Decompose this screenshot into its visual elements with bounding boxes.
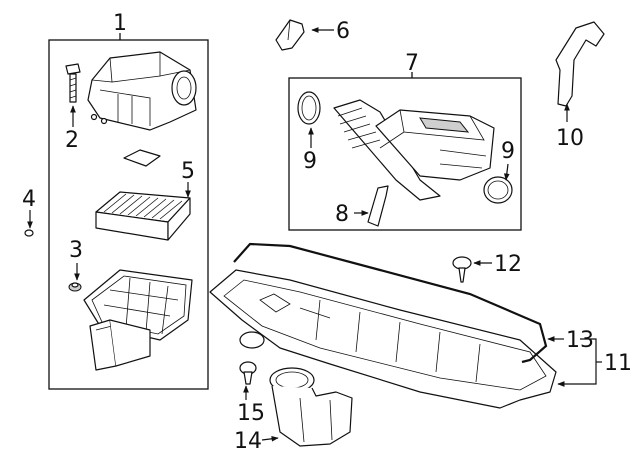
clip-part xyxy=(24,229,34,237)
fastener-part xyxy=(239,361,257,385)
callout-3: 3 xyxy=(69,238,83,263)
tray-seal-part xyxy=(233,242,548,364)
callout-10: 10 xyxy=(556,126,584,151)
air-cleaner-cover-part xyxy=(87,51,197,131)
air-cleaner-housing-part xyxy=(83,269,193,371)
callout-1: 1 xyxy=(113,11,127,36)
callout-14: 14 xyxy=(234,429,262,454)
callout-9-left: 9 xyxy=(303,149,317,174)
sensor-part xyxy=(275,19,305,51)
inlet-duct-part xyxy=(269,367,353,447)
group-box-7 xyxy=(288,77,522,231)
hose-clamp-right-part xyxy=(483,176,513,204)
push-pin-part xyxy=(452,256,472,283)
callout-2: 2 xyxy=(65,128,79,153)
air-filter-part xyxy=(95,191,191,241)
vent-hose-part xyxy=(555,21,605,107)
callout-8: 8 xyxy=(335,202,349,227)
callout-12: 12 xyxy=(494,252,522,277)
callout-13: 13 xyxy=(566,328,594,353)
callout-15: 15 xyxy=(237,401,265,426)
gasket-plate-part xyxy=(123,149,161,167)
bracket-part xyxy=(367,185,389,227)
group-box-1 xyxy=(48,39,209,390)
bolt-part xyxy=(65,63,81,103)
intake-resonator-part xyxy=(333,99,495,201)
callout-4: 4 xyxy=(22,187,36,212)
callout-7: 7 xyxy=(405,51,419,76)
callout-5: 5 xyxy=(181,159,195,184)
callout-11: 11 xyxy=(604,351,632,376)
callout-6: 6 xyxy=(336,19,350,44)
intake-tray-part xyxy=(209,269,557,409)
callout-9-right: 9 xyxy=(501,139,515,164)
hose-clamp-left-part xyxy=(297,91,321,125)
grommet-part xyxy=(68,282,82,292)
